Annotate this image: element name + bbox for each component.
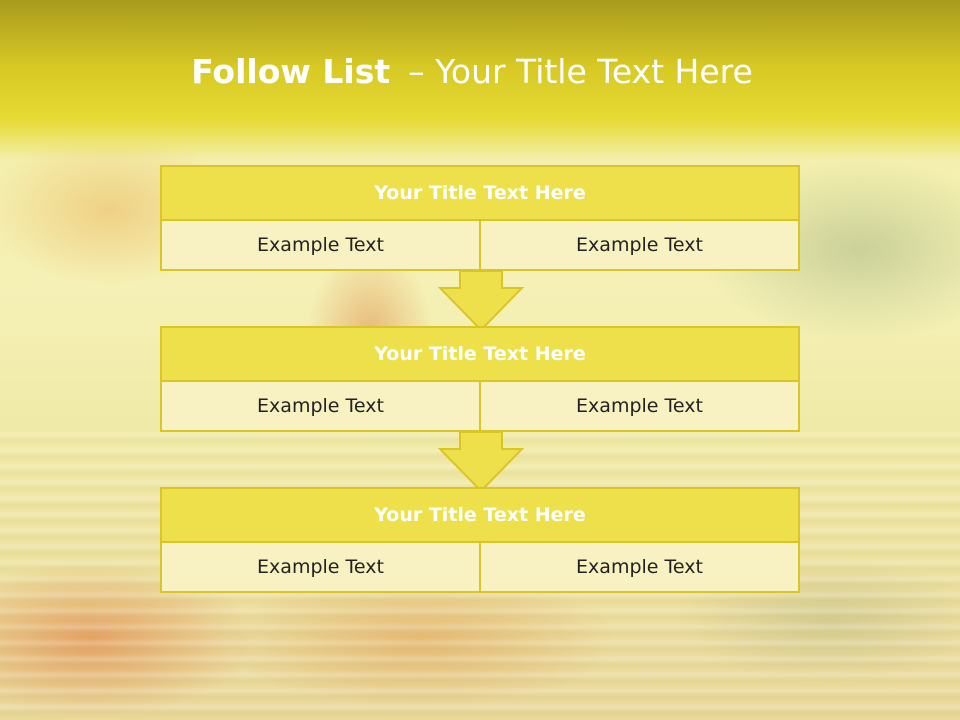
step-cell-right: Example Text [481,382,800,432]
slide-title-bold: Follow List [191,52,391,91]
slide-title-dash: – [408,52,425,91]
step-cell-left: Example Text [160,382,481,432]
down-arrow-icon [438,431,524,493]
step-cell-left: Example Text [160,221,481,271]
step-block-2: Your Title Text Here Example Text Exampl… [160,326,800,432]
step-block-row: Example Text Example Text [160,382,800,432]
step-block-row: Example Text Example Text [160,221,800,271]
step-block-title: Your Title Text Here [160,165,800,221]
step-cell-right: Example Text [481,221,800,271]
down-arrow-icon [438,270,524,332]
step-cell-left: Example Text [160,543,481,593]
step-block-row: Example Text Example Text [160,543,800,593]
step-block-title: Your Title Text Here [160,326,800,382]
step-block-title: Your Title Text Here [160,487,800,543]
slide-title: Follow List– Your Title Text Here [0,52,944,91]
step-block-1: Your Title Text Here Example Text Exampl… [160,165,800,271]
header-band [0,0,960,160]
step-block-3: Your Title Text Here Example Text Exampl… [160,487,800,593]
step-cell-right: Example Text [481,543,800,593]
slide-title-rest: Your Title Text Here [435,52,753,91]
